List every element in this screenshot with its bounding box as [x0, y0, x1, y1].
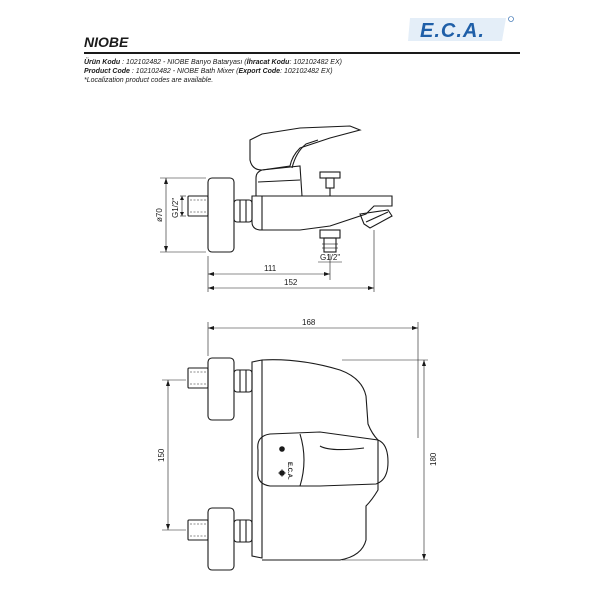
dim-outlet-thread: G1/2" — [320, 253, 340, 262]
top-view: E.C.A. — [187, 357, 389, 571]
top-dimensions — [162, 322, 428, 561]
localization-note: *Localization product codes are availabl… — [84, 77, 214, 84]
product-info: Ürün Kodu : 102102482 - NIOBE Banyo Bata… — [84, 58, 342, 85]
dim-height-total: 180 — [429, 452, 438, 466]
eca-logo-text: E.C.A. — [420, 20, 485, 42]
dim-side-thread: G1/2" — [171, 198, 180, 218]
page-title: NIOBE — [84, 34, 129, 50]
dimension-arrows — [164, 178, 426, 560]
side-view — [187, 125, 393, 253]
title-divider — [84, 52, 520, 54]
dim-centers: 150 — [157, 448, 166, 462]
product-code-tr: Ürün Kodu : 102102482 - NIOBE Banyo Bata… — [84, 59, 342, 66]
dim-depth-total: 152 — [284, 278, 298, 287]
product-code-en: Product Code : 102102482 - NIOBE Bath Mi… — [84, 68, 333, 75]
side-dimensions — [160, 177, 375, 292]
eca-logo: E.C.A. — [408, 16, 514, 42]
dim-width-total: 168 — [302, 318, 316, 327]
dim-side-height: ø70 — [155, 208, 164, 222]
dim-depth-inner: 111 — [264, 264, 277, 273]
svg-text:E.C.A.: E.C.A. — [286, 462, 292, 480]
